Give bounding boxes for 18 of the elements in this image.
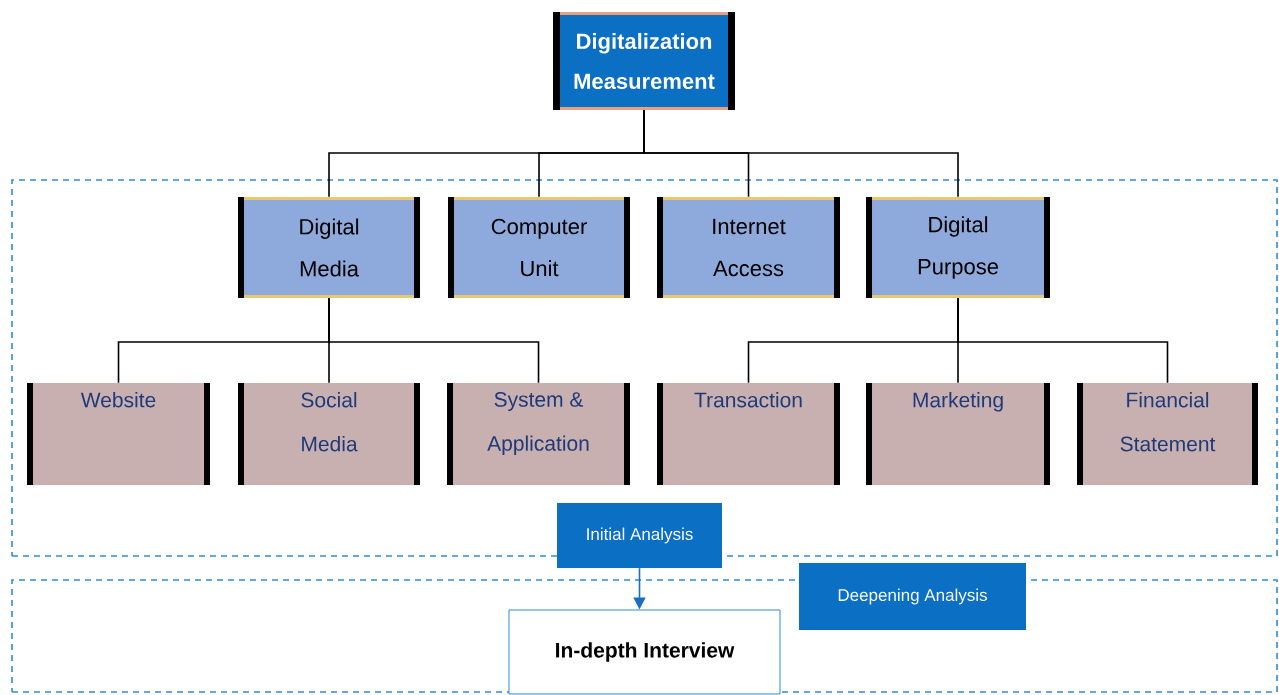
category-box: Internet Access	[655, 194, 842, 301]
subcategory-box: Marketing	[866, 380, 1050, 488]
subcategory-box: Financial Statement	[1077, 380, 1258, 488]
interview-box: In-depth Interview	[508, 609, 781, 695]
subcategory-box: Social Media	[238, 380, 420, 488]
connector	[957, 297, 1169, 384]
dashed-frame	[11, 179, 1278, 557]
connector	[643, 109, 959, 198]
title-box: Digitalization Measurement	[551, 8, 737, 114]
category-box: Computer Unit	[446, 194, 632, 301]
subcategory-box: System & Application	[447, 380, 630, 488]
subcategory-box: Transaction	[657, 380, 840, 488]
category-box: Digital Purpose	[864, 194, 1052, 301]
connector	[328, 297, 540, 384]
analysis-tag: Initial Analysis	[557, 503, 722, 568]
subcategory-box: Website	[27, 380, 210, 488]
category-box: Digital Media	[236, 194, 422, 301]
analysis-tag: Deepening Analysis	[799, 563, 1026, 630]
